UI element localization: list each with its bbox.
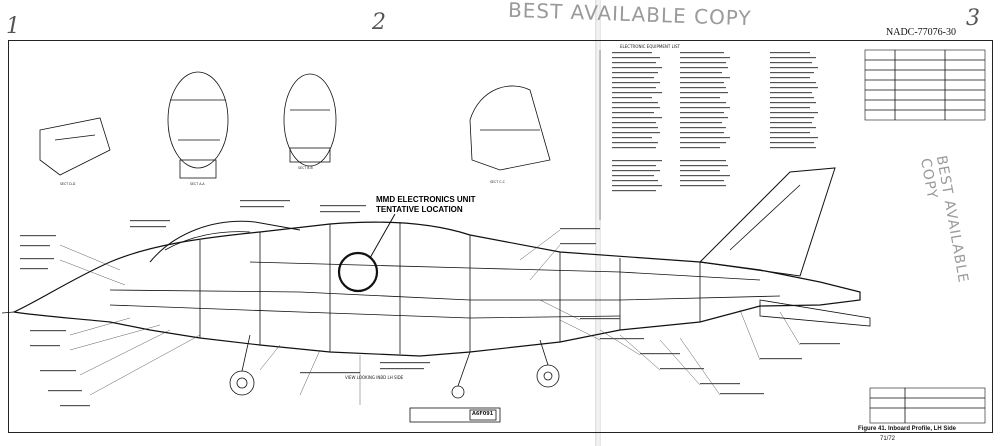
margin-number-1: 1 (6, 14, 20, 39)
section-d-label: SECT D-D (60, 182, 76, 186)
figure-caption: Figure 41. Inboard Profile, LH Side (858, 426, 957, 432)
callout-line-1: MMD ELECTRONICS UNIT (376, 195, 476, 204)
callout-line-2: TENTATIVE LOCATION (376, 205, 463, 214)
section-b-label: SECT B-B (298, 166, 313, 170)
equipment-list-title: ELECTRONIC EQUIPMENT LIST (620, 44, 680, 49)
document-id: NADC-77076-30 (886, 27, 956, 38)
page-fold (595, 0, 601, 446)
margin-number-2: 2 (372, 10, 386, 35)
drawing-number: A6F091 (472, 411, 494, 417)
section-c-label: SECT C-C (490, 180, 505, 184)
view-looking-inboard-label: VIEW LOOKING INBD LH SIDE (345, 375, 404, 380)
drawing-sheet (8, 40, 993, 433)
margin-number-3: 3 (966, 6, 980, 31)
mmd-electronics-unit-callout: MMD ELECTRONICS UNIT TENTATIVE LOCATION (376, 195, 476, 215)
section-a-label: SECT A-A (190, 182, 205, 186)
page-number: 71/72 (880, 436, 896, 442)
